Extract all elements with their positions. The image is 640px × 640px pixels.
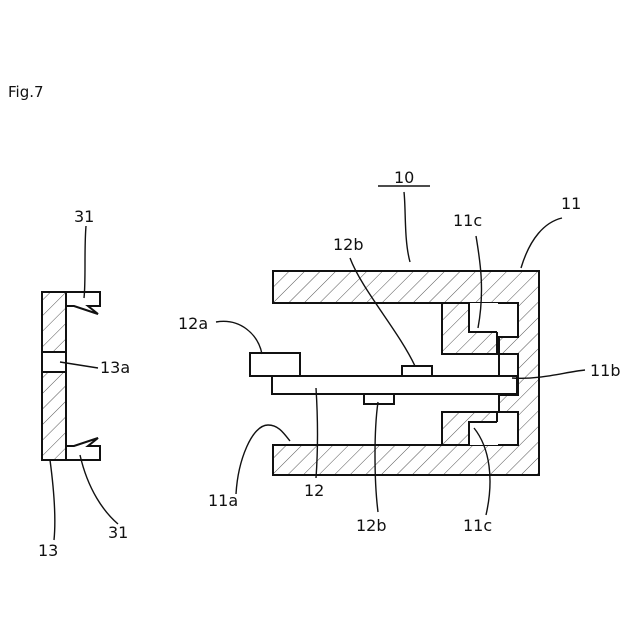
label-13: 13 [38, 541, 58, 560]
label-11c-top: 11c [453, 211, 482, 230]
cover-13 [42, 292, 100, 460]
label-11a: 11a [208, 491, 238, 510]
label-12b-top: 12b [333, 235, 364, 254]
hook-bottom-31 [66, 438, 100, 460]
label-12: 12 [304, 481, 324, 500]
leader-11 [521, 218, 562, 268]
board-tab-12a [250, 353, 300, 376]
label-11c-bottom: 11c [463, 516, 492, 535]
leader-10 [404, 192, 410, 262]
label-10: 10 [394, 168, 414, 187]
housing-groove-top-11c [469, 303, 498, 332]
label-11b: 11b [590, 361, 621, 380]
label-12a: 12a [178, 314, 208, 333]
label-31-bottom: 31 [108, 523, 128, 542]
label-13a: 13a [100, 358, 130, 377]
board-pad-bottom-12b [364, 394, 394, 404]
cover-body [42, 292, 66, 460]
leader-12 [316, 388, 318, 478]
label-31-top: 31 [74, 207, 94, 226]
figure-title: Fig.7 [8, 83, 44, 101]
board-body [272, 376, 517, 394]
housing-groove-bottom-11c [469, 422, 498, 445]
leader-31-top [84, 226, 86, 298]
leader-31-bottom [80, 455, 118, 524]
hook-top-31 [66, 292, 100, 314]
leader-13 [50, 460, 55, 540]
label-11: 11 [561, 194, 581, 213]
leader-12a [216, 321, 262, 354]
label-12b-bottom: 12b [356, 516, 387, 535]
board-pad-top-12b [402, 366, 432, 376]
board-12 [250, 353, 517, 404]
